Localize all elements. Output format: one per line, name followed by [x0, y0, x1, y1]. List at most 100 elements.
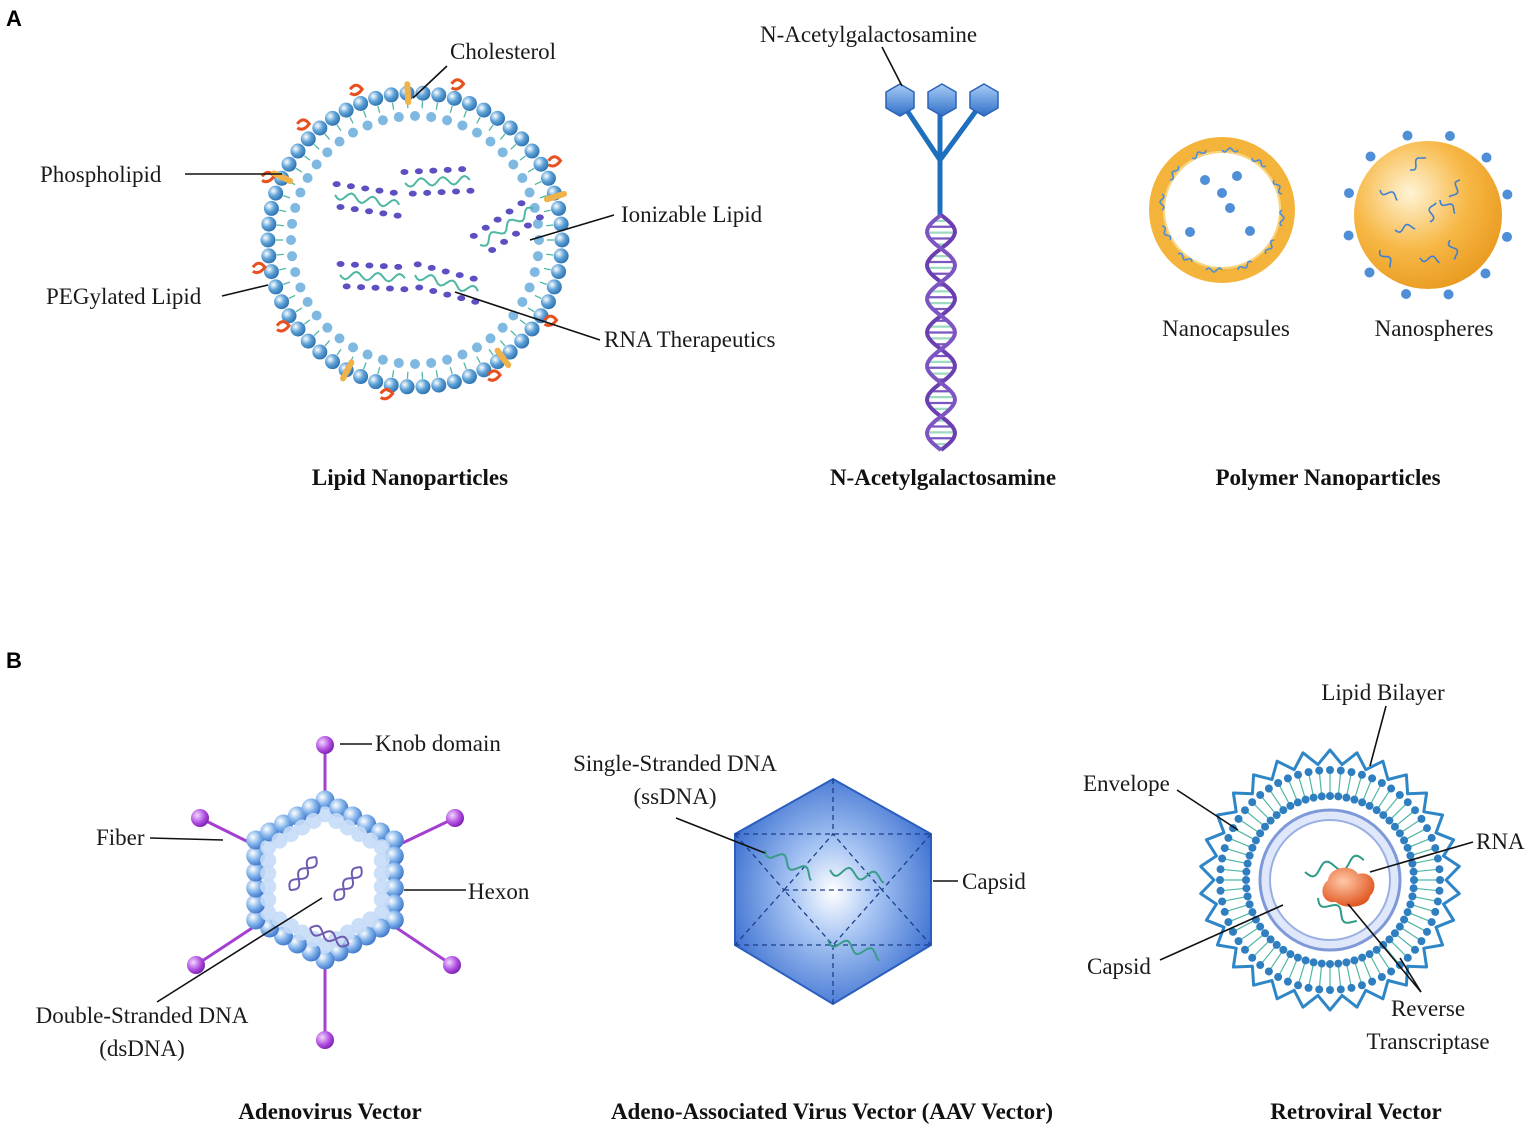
capsule-chain [1205, 267, 1223, 273]
ionizable-lipid-head [493, 216, 502, 223]
lnp-inner-head [524, 187, 535, 198]
galnac-sugar-1 [885, 83, 915, 117]
retro-inner-head [1286, 950, 1295, 959]
hexon-inner-ball [260, 878, 277, 895]
capsule-chain [1237, 260, 1253, 271]
retro-outer-head [1403, 798, 1412, 807]
retro-inner-head [1245, 900, 1254, 909]
envelope-label: Envelope [1083, 771, 1170, 796]
ionizable-lipid-head [457, 295, 466, 302]
lnp-outer-head [553, 248, 569, 264]
dsdna-strand [334, 866, 363, 901]
lnp-lipid-tail [283, 195, 291, 199]
retro-outer-head [1304, 983, 1313, 992]
lnp-lipid-tail [463, 110, 468, 118]
lnp-outer-head [502, 344, 518, 360]
ionizable-lipid-head [350, 206, 359, 213]
retro-inner-head [1242, 876, 1250, 884]
sphere-chain [1447, 239, 1459, 260]
phospholipid-label: Phospholipid [40, 162, 162, 187]
helix-backbone-2 [924, 213, 958, 452]
helix-backbone-1 [924, 213, 958, 452]
retro-outer-head [1294, 981, 1303, 990]
ionizable-lipid-head [429, 167, 438, 174]
galnac-title: N-Acetylgalactosamine [830, 465, 1056, 490]
lnp-inner-head [362, 120, 373, 131]
retro-outer-head [1248, 798, 1257, 807]
retro-inner-head [1350, 795, 1359, 804]
lnp-outer-head [263, 264, 279, 280]
capsule-chain [1159, 193, 1165, 211]
aav-facet-edges [734, 779, 932, 1004]
lnp-outer-head [446, 90, 462, 106]
retro-inner-head [1266, 935, 1275, 944]
retro-lipid-tail [1414, 896, 1437, 902]
hexon-ball [329, 798, 349, 818]
retro-inner-head [1266, 816, 1275, 825]
lnp-lipid-tail [276, 224, 284, 227]
knob-domain-label: Knob domain [375, 731, 501, 756]
knob-ball [187, 956, 205, 974]
lnp-outer-head [554, 232, 570, 248]
aav-capsid-hexagon [734, 777, 932, 1006]
retro-outer-head [1427, 833, 1436, 842]
ionizable-lipid-head [466, 187, 475, 194]
retro-inner-head [1406, 900, 1415, 909]
rna-strand [414, 274, 479, 292]
lnp-outer-head [540, 294, 556, 310]
lnp-lipid-tail [449, 367, 453, 375]
retro-outer-head [1224, 833, 1233, 842]
capsule-drug-dot [1185, 227, 1195, 237]
ionizable-lipid-head [336, 203, 345, 210]
lnp-inner-head [290, 267, 301, 278]
ionizable-lipid-head [427, 264, 436, 271]
lnp-lipid-tail [476, 116, 481, 124]
lnp-outer-head [260, 232, 276, 248]
pegylated-lipid-marker [251, 261, 267, 275]
lnp-outer-head [415, 85, 431, 101]
rna-strand [334, 192, 401, 208]
hexon-ball [384, 830, 404, 850]
retro-outer-head [1357, 770, 1366, 779]
lnp-lipid-tail [377, 105, 381, 113]
retro-lipid-tail [1390, 940, 1407, 957]
retro-outer-head [1417, 814, 1426, 823]
lnp-lipid-tail [510, 330, 517, 337]
retro-inner-head [1365, 950, 1374, 959]
sphere-drug-dot [1502, 231, 1513, 242]
aav-ssdna [764, 849, 885, 962]
lnp-lipid-tail [336, 348, 342, 356]
ssdna-strand [829, 866, 885, 884]
retro-inner-head [1251, 836, 1260, 845]
lnp-inner-head [334, 333, 345, 344]
rt-leader-1 [1347, 903, 1422, 993]
ionizable-lipid-head [342, 283, 351, 290]
retro-lipid-tail [1253, 940, 1270, 957]
sphere-chain [1439, 199, 1456, 215]
retro-inner-head [1286, 801, 1295, 810]
retro-outer-head [1220, 907, 1229, 916]
ionizable-lipid-head [371, 284, 380, 291]
lnp-lipid-tail [534, 181, 542, 186]
lnp-inner-head [457, 120, 468, 131]
retro-inner-head [1301, 795, 1310, 804]
retro-outer-head [1240, 945, 1249, 954]
retro-inner-head [1256, 922, 1265, 931]
aav-diagram [734, 777, 932, 1006]
ionizable-lipid-head [350, 261, 359, 268]
lnp-outer-head [281, 308, 297, 324]
retro-lipid-tail [1412, 848, 1434, 856]
lnp-lipid-tail [499, 340, 506, 347]
retro-outer-head [1435, 886, 1444, 895]
ionizable-lipid-head [471, 298, 480, 305]
rt-label-line2: Transcriptase [1366, 1029, 1489, 1054]
retro-title: Retroviral Vector [1270, 1099, 1441, 1124]
pegylated-lipid-marker [296, 118, 312, 131]
pegylated-lipid-marker [543, 314, 559, 327]
ionizable-lipid-head [500, 238, 509, 245]
ionizable-lipid-head [443, 291, 452, 298]
lnp-lipid-tail [391, 102, 395, 110]
fiber-shaft [394, 925, 453, 967]
nanocapsule-inner-rim [1163, 151, 1281, 269]
nanosphere-surface-drugs [1343, 130, 1513, 300]
